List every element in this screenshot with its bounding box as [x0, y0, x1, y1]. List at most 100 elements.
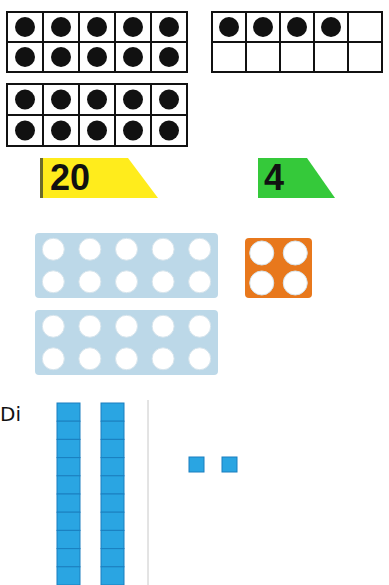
frame-cell — [151, 115, 187, 146]
number-card: 20 — [40, 158, 158, 198]
plate-hole — [189, 315, 211, 337]
rod-segment — [101, 439, 124, 457]
counter-dot — [123, 90, 143, 110]
counter-dot — [87, 121, 107, 141]
plate-hole — [152, 315, 174, 337]
rod-segment — [101, 421, 124, 439]
plate-hole — [283, 271, 307, 295]
rod-segment — [101, 476, 124, 494]
frame-cell — [43, 42, 79, 72]
frame-cell — [151, 12, 187, 42]
frame-cell — [79, 12, 115, 42]
unit-cube — [189, 457, 204, 472]
counter-dot — [15, 121, 35, 141]
counter-dot — [51, 17, 71, 37]
plate-hole — [42, 315, 64, 337]
card-number: 20 — [50, 158, 90, 198]
frame-cell — [212, 42, 246, 72]
plate-hole — [152, 348, 174, 370]
number-plate — [35, 310, 218, 375]
counter-dot — [159, 90, 179, 110]
rod-segment — [101, 512, 124, 530]
frame-cell — [115, 115, 151, 146]
card-body — [258, 158, 335, 198]
counter-dot — [123, 47, 143, 67]
counter-dot — [123, 121, 143, 141]
rod-segment — [101, 549, 124, 567]
counter-dot — [123, 17, 143, 37]
plate-hole — [116, 348, 138, 370]
rod-segment — [57, 567, 80, 585]
plate-body — [35, 310, 218, 375]
plate-hole — [116, 315, 138, 337]
frame-cell — [7, 12, 43, 42]
number-card: 4 — [258, 158, 335, 198]
counter-dot — [159, 47, 179, 67]
rod-segment — [57, 458, 80, 476]
frame-cell — [280, 42, 314, 72]
counter-dot — [51, 90, 71, 110]
frame-cell — [115, 12, 151, 42]
counter-dot — [15, 17, 35, 37]
counter-dot — [159, 121, 179, 141]
plate-hole — [79, 271, 101, 293]
rod-segment — [57, 403, 80, 421]
plate-hole — [152, 271, 174, 293]
frame-cell — [79, 84, 115, 115]
divider-line — [148, 400, 149, 585]
plate-body — [35, 233, 218, 298]
plate-hole — [79, 238, 101, 260]
plate-hole — [42, 271, 64, 293]
frame-cell — [314, 42, 348, 72]
frame-cell — [246, 42, 280, 72]
frame-cell — [7, 84, 43, 115]
counter-dot — [15, 47, 35, 67]
frame-cell — [151, 42, 187, 72]
counter-dot — [253, 17, 273, 37]
frame-cell — [348, 12, 382, 42]
plate-hole — [283, 241, 307, 265]
frame-cell — [212, 12, 246, 42]
frame-cell — [7, 115, 43, 146]
rod-segment — [57, 549, 80, 567]
plate-hole — [42, 238, 64, 260]
rod-segment — [57, 421, 80, 439]
frame-cell — [7, 42, 43, 72]
frame-cell — [43, 115, 79, 146]
ten-frame — [7, 12, 187, 72]
counter-dot — [51, 121, 71, 141]
plate-hole — [189, 271, 211, 293]
plate-hole — [250, 271, 274, 295]
frame-cell — [43, 84, 79, 115]
counter-dot — [87, 90, 107, 110]
ten-frame — [7, 84, 187, 146]
counter-dot — [287, 17, 307, 37]
rod-segment — [57, 494, 80, 512]
rod-segment — [57, 439, 80, 457]
plate-hole — [79, 315, 101, 337]
rod-segment — [101, 458, 124, 476]
rod-segment — [101, 403, 124, 421]
card-edge — [40, 158, 43, 198]
plate-hole — [116, 271, 138, 293]
plate-hole — [152, 238, 174, 260]
rod-segment — [101, 530, 124, 548]
rod-segment — [57, 512, 80, 530]
frame-cell — [79, 42, 115, 72]
counter-dot — [219, 17, 239, 37]
number-plate — [35, 233, 218, 298]
plate-hole — [189, 238, 211, 260]
frame-cell — [79, 115, 115, 146]
counter-dot — [15, 90, 35, 110]
frame-cell — [115, 84, 151, 115]
counter-dot — [51, 47, 71, 67]
counter-dot — [159, 17, 179, 37]
counter-dot — [87, 17, 107, 37]
frame-cell — [348, 42, 382, 72]
plate-hole — [79, 348, 101, 370]
plate-hole — [116, 238, 138, 260]
frame-cell — [314, 12, 348, 42]
plate-hole — [250, 241, 274, 265]
unit-cube — [222, 457, 237, 472]
